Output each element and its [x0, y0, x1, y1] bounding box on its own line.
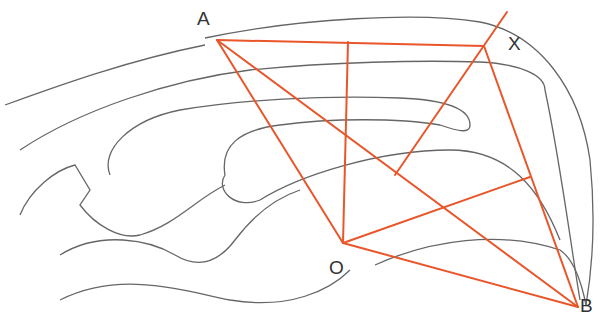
outer-curve — [205, 17, 593, 305]
line-o-perpendicular — [343, 177, 530, 243]
line-xb — [484, 46, 578, 307]
inner-loop — [108, 97, 470, 175]
construction-lines — [217, 12, 578, 307]
line-ab — [217, 40, 578, 307]
point-label: B — [580, 296, 593, 315]
line-vertical — [343, 42, 348, 243]
point-label: O — [329, 258, 344, 277]
bottom-right-curve — [375, 239, 586, 305]
outline-curves — [5, 17, 593, 305]
line-ao — [217, 40, 343, 243]
line-ob — [343, 243, 578, 307]
upper-curve — [5, 45, 205, 105]
lower-curve — [20, 165, 225, 236]
point-label: X — [508, 34, 521, 53]
lower-curve-2 — [60, 190, 300, 262]
point-label: A — [197, 9, 210, 28]
line-ax — [217, 40, 484, 46]
second-curve — [20, 61, 545, 150]
line-x-extended — [395, 12, 507, 175]
bottom-curve — [60, 270, 350, 303]
